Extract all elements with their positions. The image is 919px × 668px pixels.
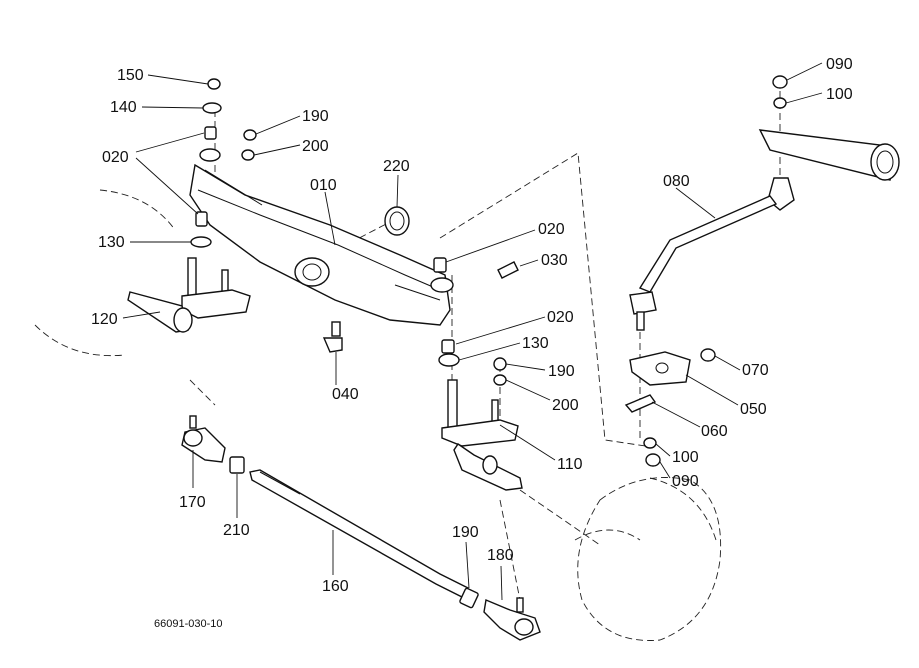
callout-090-bottom: 090 — [672, 473, 699, 490]
callout-090-top: 090 — [826, 56, 853, 73]
washer-130-right — [438, 353, 460, 367]
nut-090-top — [772, 75, 788, 89]
callout-100-top: 100 — [826, 86, 853, 103]
nut-090-bottom — [645, 453, 661, 467]
tie-rod-assembly — [181, 415, 541, 641]
callout-060: 060 — [701, 423, 728, 440]
callout-010: 010 — [310, 177, 337, 194]
callout-020-right-mid: 020 — [547, 309, 574, 326]
drawing-reference-code: 66091-030-10 — [154, 618, 223, 630]
callout-190-top: 190 — [302, 108, 329, 125]
callout-210: 210 — [223, 522, 250, 539]
knuckle-arm-050 — [624, 348, 716, 467]
front-axle-beam — [189, 148, 454, 326]
right-hardware — [433, 257, 519, 386]
washer-130-left — [190, 236, 212, 248]
tie-rod-end-180 — [483, 599, 541, 641]
bushing-020-mid-right — [441, 339, 455, 354]
left-tire-outline — [34, 189, 216, 406]
bushing-020-upper — [204, 126, 217, 140]
right-steering-knuckle — [441, 379, 523, 491]
callout-200-top: 200 — [302, 138, 329, 155]
nut-210 — [229, 456, 245, 474]
washer-140 — [202, 102, 222, 114]
callout-labels: 150 140 020 130 120 190 200 010 220 040 … — [91, 56, 853, 630]
washer-200-top — [241, 149, 255, 161]
nut-190-top — [243, 129, 257, 141]
washer-100-bottom — [643, 437, 657, 449]
bolt-060 — [624, 394, 657, 413]
leader-lines — [122, 62, 823, 601]
nut-150 — [207, 78, 221, 90]
nut-190-rod — [459, 587, 479, 609]
bushing-020-lower — [195, 211, 208, 227]
callout-190-rod: 190 — [452, 524, 479, 541]
callout-110: 110 — [557, 456, 583, 473]
callout-140: 140 — [110, 99, 137, 116]
callout-130-right: 130 — [522, 335, 549, 352]
callout-100-bottom: 100 — [672, 449, 699, 466]
callout-120: 120 — [91, 311, 118, 328]
washer-200-right — [493, 374, 507, 386]
right-wheel-outline — [574, 477, 722, 641]
grease-fitting-040 — [322, 321, 343, 353]
nut-070 — [700, 348, 716, 362]
tie-rod-160 — [249, 469, 469, 599]
assembly-centerlines — [214, 80, 781, 601]
callout-160: 160 — [322, 578, 349, 595]
drag-link-and-arm — [629, 75, 900, 331]
callout-200-right: 200 — [552, 397, 579, 414]
callout-050: 050 — [740, 401, 767, 418]
drag-link-080 — [638, 195, 778, 293]
callout-180: 180 — [487, 547, 514, 564]
nut-190-right — [493, 357, 507, 371]
bushing-020-top-right — [433, 257, 447, 273]
callout-190-right: 190 — [548, 363, 575, 380]
washer-100-top — [773, 97, 787, 109]
callout-220: 220 — [383, 158, 410, 175]
callout-170: 170 — [179, 494, 206, 511]
grease-fitting-030 — [497, 261, 519, 279]
thrust-ring — [384, 206, 410, 236]
callout-040: 040 — [332, 386, 359, 403]
callout-020-right-top: 020 — [538, 221, 565, 238]
left-steering-knuckle — [127, 257, 251, 333]
callout-150: 150 — [117, 67, 144, 84]
callout-030: 030 — [541, 252, 568, 269]
callout-130-left: 130 — [98, 234, 125, 251]
callout-070: 070 — [742, 362, 769, 379]
callout-020-left: 020 — [102, 149, 129, 166]
callout-080: 080 — [663, 173, 690, 190]
